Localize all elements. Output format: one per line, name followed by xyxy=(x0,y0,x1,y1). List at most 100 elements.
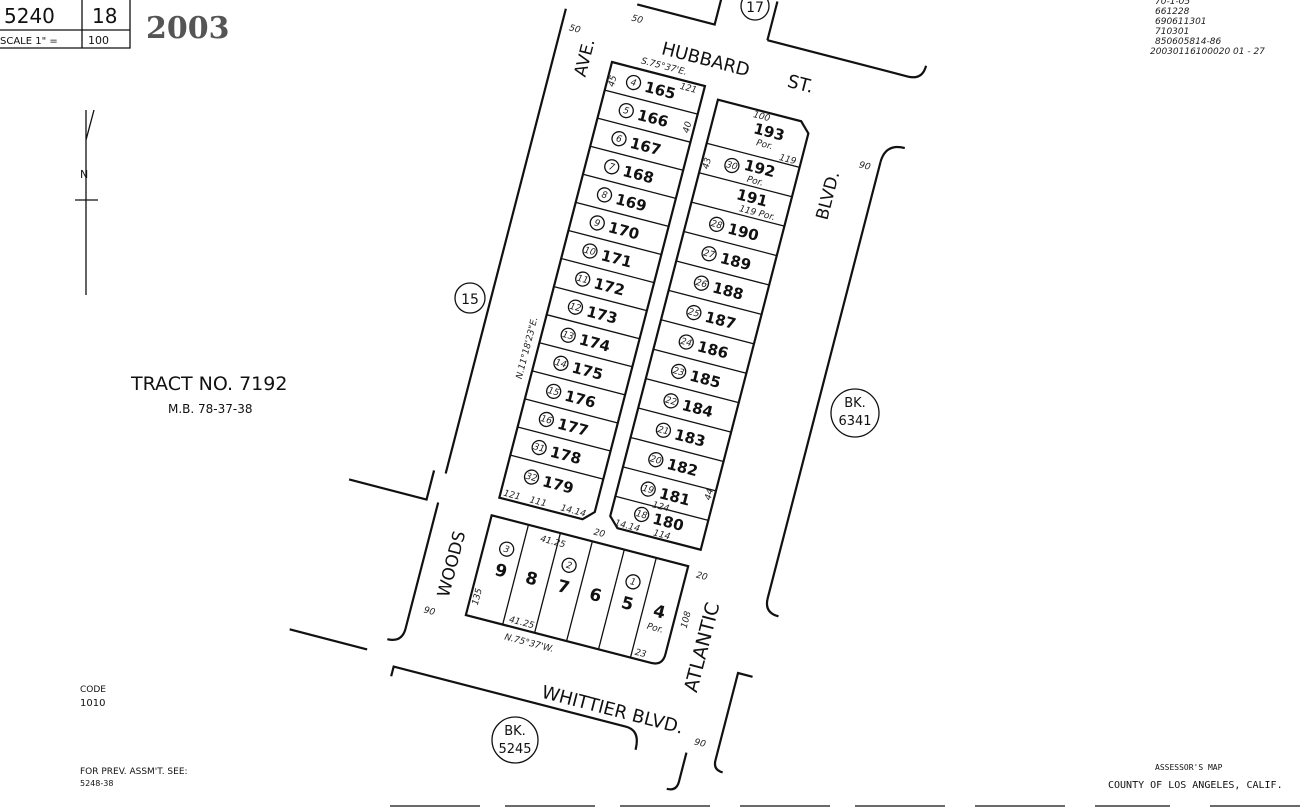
street-name-ave: AVE. xyxy=(571,37,600,79)
lot-line xyxy=(568,229,662,256)
lot-index-circle xyxy=(686,304,702,321)
lot-number: 186 xyxy=(695,337,730,362)
lot-index-circle xyxy=(582,243,598,259)
parcel-lot[interactable]: 8 xyxy=(513,527,562,633)
lot-number: 177 xyxy=(556,415,591,440)
dim-100: 100 xyxy=(752,110,771,124)
lot-index: 28 xyxy=(710,219,724,232)
tract-reference: M.B. 78-37-38 xyxy=(168,402,253,416)
lot-number: 175 xyxy=(570,359,605,384)
lot-index-circle xyxy=(567,299,584,315)
street-name-hubbard-st: ST. xyxy=(785,71,815,98)
lot-number: 185 xyxy=(688,367,723,392)
lot-line xyxy=(561,257,655,284)
lot-number: 183 xyxy=(673,426,708,451)
block-ref-17: 17 xyxy=(740,0,770,21)
lot-index: 4 xyxy=(629,78,637,89)
lot-index: 13 xyxy=(561,330,575,343)
bearing-side: N.11°18'23"E. xyxy=(515,316,541,380)
lot-index-circle xyxy=(531,439,547,456)
block-outline xyxy=(497,60,707,521)
lot-line xyxy=(653,348,747,374)
lot-number: 190 xyxy=(726,220,761,245)
dim-45: 45 xyxy=(607,74,620,88)
lot-line xyxy=(582,173,677,199)
lot-line xyxy=(668,289,762,316)
lot-index: 11 xyxy=(576,274,590,287)
lot-index-circle xyxy=(693,275,710,291)
lot-index-circle xyxy=(575,271,591,287)
lot-number: 4 xyxy=(651,601,668,623)
lot-number: 165 xyxy=(643,78,678,103)
dim-44: 44 xyxy=(704,487,717,501)
lot-index-circle xyxy=(499,541,515,557)
lot-index: 23 xyxy=(672,366,686,379)
parcel-lot[interactable]: 39 xyxy=(481,519,530,625)
lot-index-circle xyxy=(634,506,650,523)
lot-index-circle xyxy=(709,216,725,232)
lot-line xyxy=(676,260,770,286)
lot-number: 182 xyxy=(665,455,700,480)
lot-index-circle xyxy=(538,411,555,428)
dim-50-st: 50 xyxy=(630,14,644,27)
dim-90-woods: 90 xyxy=(422,605,436,618)
book-ref-5245[interactable]: BK. 5245 xyxy=(491,716,539,764)
lot-index: 26 xyxy=(694,278,708,291)
book-number: 5240 xyxy=(4,4,55,28)
lot-index-circle xyxy=(604,159,620,175)
lot-index: 15 xyxy=(547,386,561,399)
book-ref-5245-number: 5245 xyxy=(498,742,531,757)
lot-index-circle xyxy=(560,327,576,343)
dim-20-alley: 20 xyxy=(592,528,606,541)
lot-line xyxy=(691,201,785,227)
dim-20-east: 20 xyxy=(695,571,709,584)
lot-index-circle xyxy=(701,246,717,262)
dim-114: 114 xyxy=(652,529,671,543)
lot-number: 5 xyxy=(619,593,635,615)
lot-index: 9 xyxy=(593,218,601,229)
lot-index: 3 xyxy=(502,545,510,556)
lot-number: 171 xyxy=(599,246,634,271)
revision-note: 70-1-05 xyxy=(1155,0,1190,7)
street-lines xyxy=(289,0,928,791)
lot-index: 6 xyxy=(615,134,623,145)
lot-note: Por. xyxy=(746,175,765,189)
code-value: 1010 xyxy=(80,698,105,709)
lot-number: 166 xyxy=(635,106,670,131)
block-ref-17-label: 17 xyxy=(746,0,764,16)
parcel-lot[interactable]: 6 xyxy=(577,544,625,650)
lot-index: 2 xyxy=(565,561,573,572)
prev-assessment-value: 5248-38 xyxy=(80,779,113,788)
lot-line xyxy=(590,145,684,171)
lot-line xyxy=(553,285,648,312)
lot-index-circle xyxy=(655,422,672,438)
lot-number: 179 xyxy=(541,472,576,497)
parcel-lot[interactable]: 15 xyxy=(608,552,657,658)
book-ref-6341[interactable]: BK. 6341 xyxy=(830,388,880,438)
revision-note: 850605814-86 xyxy=(1155,37,1222,47)
street-name-woods: WOODS xyxy=(434,529,470,599)
footer-title: ASSESSOR'S MAP xyxy=(1155,763,1223,772)
street-name-atlantic-blvd: BLVD. xyxy=(813,169,845,222)
lot-number: 9 xyxy=(493,560,509,582)
map-header-box: 5240 18 SCALE 1" = 100 2003 xyxy=(0,0,230,49)
dim-124: 124 xyxy=(651,500,670,514)
parcel-lot[interactable]: 27 xyxy=(544,535,593,642)
lot-index: 5 xyxy=(622,106,630,117)
